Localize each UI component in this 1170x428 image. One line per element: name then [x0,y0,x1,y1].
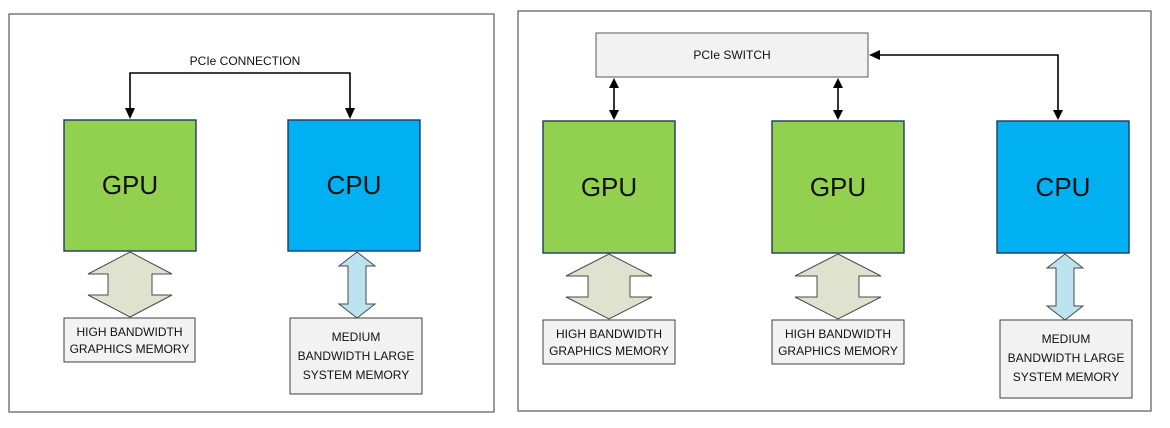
cpu-right-label: CPU [1036,172,1091,202]
pcie-switch-label: PCIe SWITCH [693,48,770,62]
cpu-chip-right: CPU [996,120,1130,254]
arrowhead-icon [125,108,135,119]
gpu-1-memory-arrow [565,253,653,320]
arrowhead-icon [609,110,619,120]
arrowhead-icon [833,110,843,120]
switch-gpu2-link [833,78,843,120]
gpu-2-memory-line-1: HIGH BANDWIDTH [785,327,891,341]
gpu-2-label: GPU [810,172,866,202]
cpu-memory-line-3: SYSTEM MEMORY [303,368,409,382]
arrowhead-icon [869,50,880,60]
pcie-connection-label: PCIe CONNECTION [190,54,301,68]
gpu-memory-line-1: HIGH BANDWIDTH [77,325,183,339]
gpu-1-memory-box: HIGH BANDWIDTH GRAPHICS MEMORY [542,319,676,365]
pcie-switch: PCIe SWITCH [595,32,869,78]
cpu-right-memory-box: MEDIUM BANDWIDTH LARGE SYSTEM MEMORY [999,319,1133,399]
switch-cpu-link [869,50,1063,120]
gpu-memory-line-2: GRAPHICS MEMORY [70,342,190,356]
gpu-2-memory-line-2: GRAPHICS MEMORY [778,344,898,358]
gpu-label: GPU [102,170,158,200]
arrowhead-icon [609,78,619,88]
gpu-chip-1: GPU [542,120,676,254]
gpu-1-memory-line-2: GRAPHICS MEMORY [549,344,669,358]
left-panel: PCIe CONNECTION GPU CPU HIGH BANDWIDTH G… [8,13,495,413]
pcie-connection: PCIe CONNECTION [125,54,355,119]
right-panel: PCIe SWITCH GPU GPU [517,10,1152,412]
cpu-right-memory-line-3: SYSTEM MEMORY [1013,370,1119,384]
gpu-1-memory-line-1: HIGH BANDWIDTH [556,327,662,341]
cpu-label: CPU [327,170,382,200]
cpu-memory-box: MEDIUM BANDWIDTH LARGE SYSTEM MEMORY [289,317,423,395]
cpu-right-memory-line-2: BANDWIDTH LARGE [1008,351,1125,365]
gpu-chip: GPU [63,119,197,252]
gpu-memory-box: HIGH BANDWIDTH GRAPHICS MEMORY [63,317,196,363]
gpu-1-label: GPU [581,172,637,202]
switch-gpu1-link [609,78,619,120]
cpu-right-memory-line-1: MEDIUM [1042,332,1091,346]
arrowhead-icon [345,108,355,119]
arrowhead-icon [1053,110,1063,120]
gpu-2-memory-box: HIGH BANDWIDTH GRAPHICS MEMORY [771,319,905,365]
gpu-chip-2: GPU [771,120,905,254]
gpu-memory-arrow [87,251,173,318]
gpu-2-memory-arrow [794,253,882,320]
arrowhead-icon [833,78,843,88]
cpu-memory-line-1: MEDIUM [332,330,381,344]
cpu-chip: CPU [287,119,421,252]
cpu-memory-line-2: BANDWIDTH LARGE [298,349,415,363]
